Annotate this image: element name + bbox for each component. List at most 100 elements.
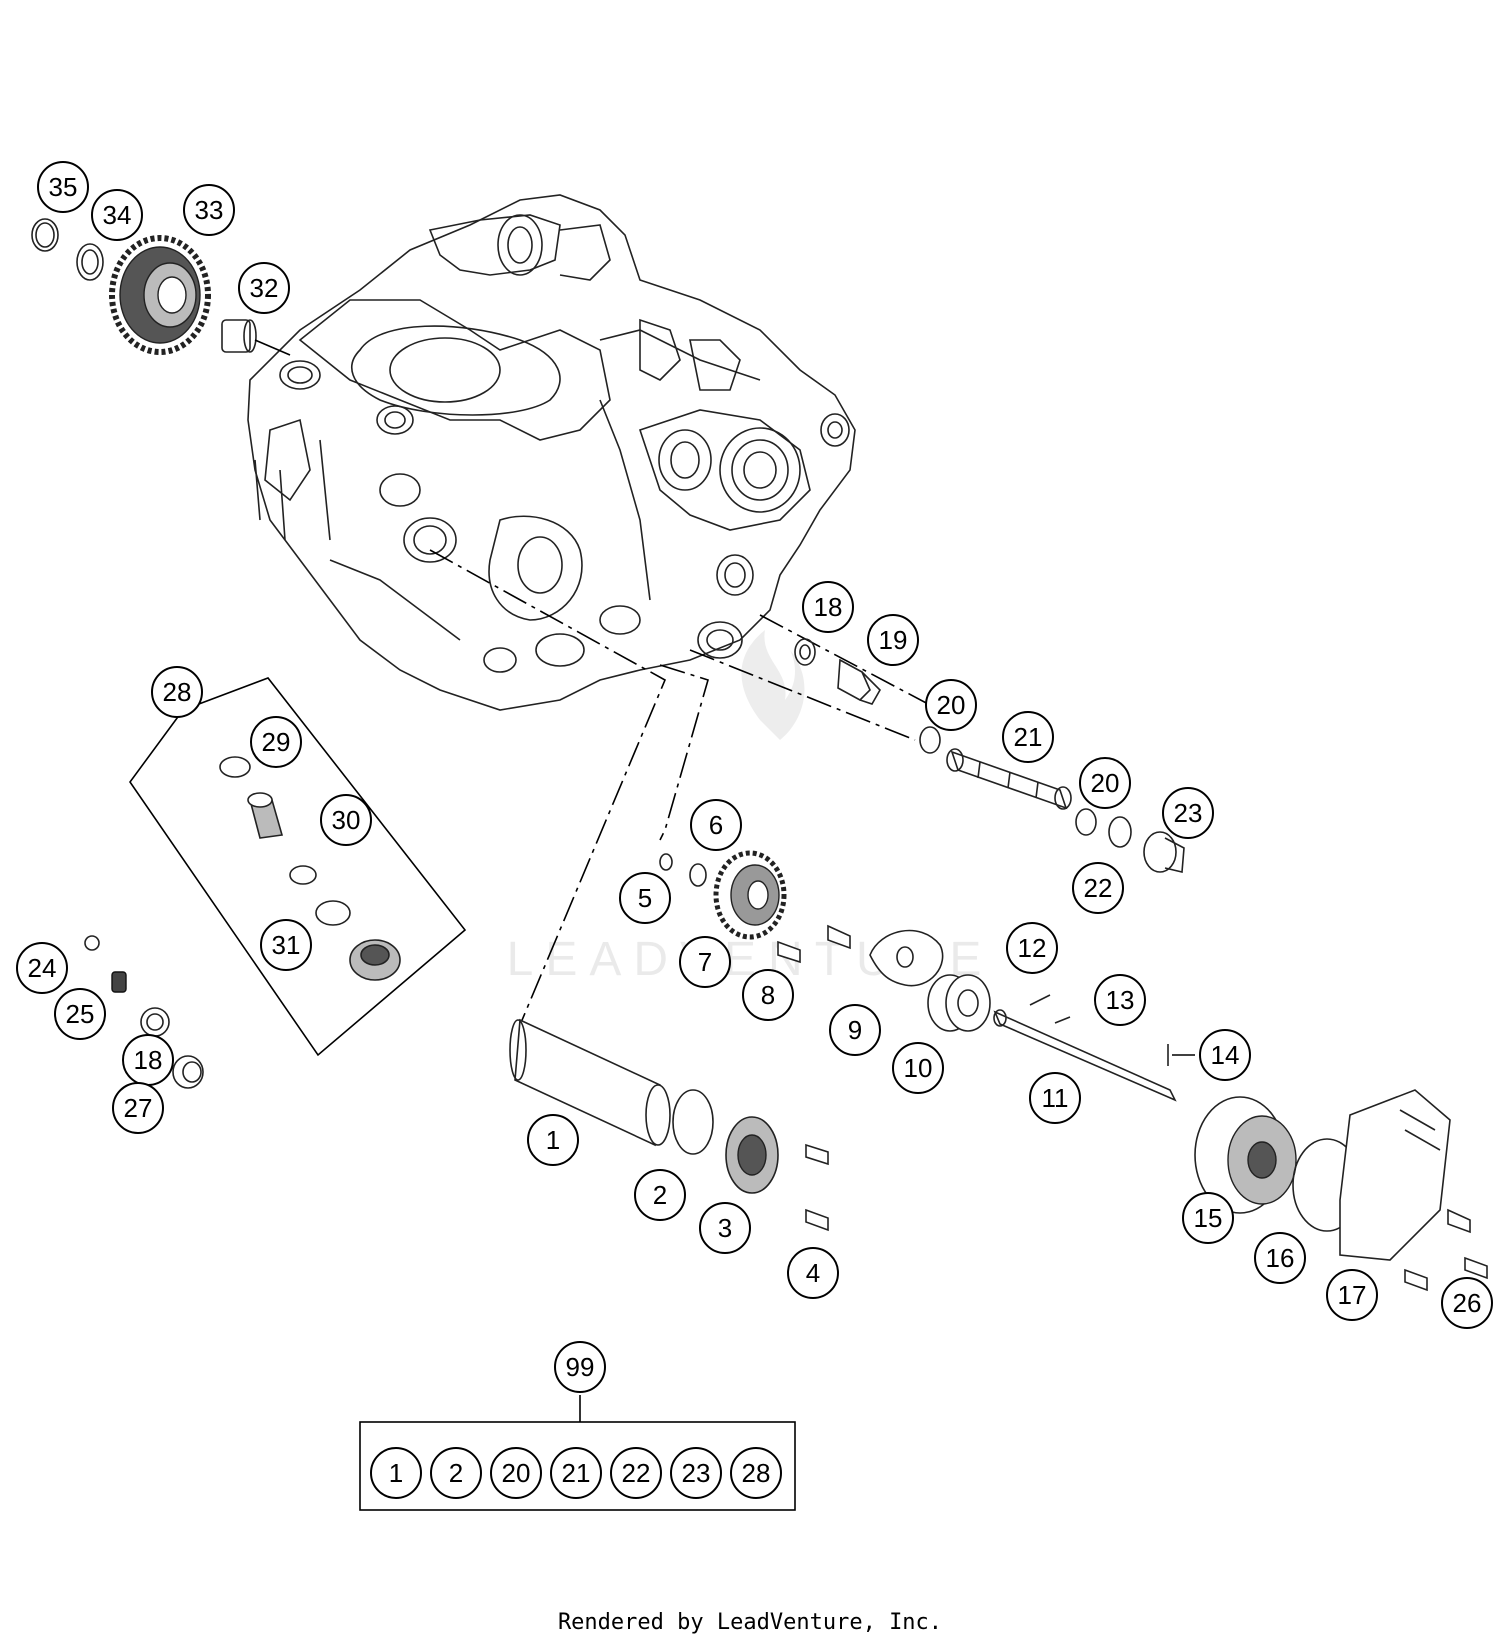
callout-3[interactable]: 3 bbox=[699, 1202, 751, 1254]
callout-circle[interactable] bbox=[1441, 1277, 1493, 1329]
kit-item-circle[interactable] bbox=[670, 1447, 722, 1499]
callout-11[interactable]: 11 bbox=[1029, 1072, 1081, 1124]
callout-33[interactable]: 33 bbox=[183, 184, 235, 236]
part-19-plug bbox=[837, 658, 881, 705]
callout-22[interactable]: 22 bbox=[1072, 862, 1124, 914]
callout-31[interactable]: 31 bbox=[260, 919, 312, 971]
callout-21[interactable]: 21 bbox=[1002, 711, 1054, 763]
callout-23[interactable]: 23 bbox=[1162, 787, 1214, 839]
callout-19[interactable]: 19 bbox=[867, 614, 919, 666]
callout-25[interactable]: 25 bbox=[54, 988, 106, 1040]
callout-4[interactable]: 4 bbox=[787, 1247, 839, 1299]
callout-circle[interactable] bbox=[1029, 1072, 1081, 1124]
kit-item-20[interactable]: 20 bbox=[490, 1447, 542, 1499]
callout-circle[interactable] bbox=[54, 988, 106, 1040]
kit-99-box bbox=[359, 1395, 796, 1511]
callout-circle[interactable] bbox=[320, 794, 372, 846]
callout-34[interactable]: 34 bbox=[91, 189, 143, 241]
callout-26[interactable]: 26 bbox=[1441, 1277, 1493, 1329]
callout-18[interactable]: 18 bbox=[802, 581, 854, 633]
part-13-pin bbox=[1054, 1016, 1071, 1024]
callout-10[interactable]: 10 bbox=[892, 1042, 944, 1094]
kit-item-circle[interactable] bbox=[610, 1447, 662, 1499]
kit-item-circle[interactable] bbox=[490, 1447, 542, 1499]
callout-24[interactable]: 24 bbox=[16, 942, 68, 994]
callout-circle[interactable] bbox=[122, 1034, 174, 1086]
kit-item-22[interactable]: 22 bbox=[610, 1447, 662, 1499]
callout-circle[interactable] bbox=[238, 262, 290, 314]
callout-circle[interactable] bbox=[634, 1169, 686, 1221]
callout-circle[interactable] bbox=[742, 969, 794, 1021]
callout-27[interactable]: 27 bbox=[112, 1082, 164, 1134]
callout-29[interactable]: 29 bbox=[250, 716, 302, 768]
callout-circle[interactable] bbox=[787, 1247, 839, 1299]
callout-8[interactable]: 8 bbox=[742, 969, 794, 1021]
kit-item-circle[interactable] bbox=[370, 1447, 422, 1499]
part-17-pump-cover bbox=[1339, 1089, 1451, 1261]
kit-item-28[interactable]: 28 bbox=[730, 1447, 782, 1499]
callout-99[interactable]: 99 bbox=[554, 1341, 606, 1393]
part-27-plug bbox=[172, 1055, 204, 1089]
callout-circle[interactable] bbox=[699, 1202, 751, 1254]
callout-circle[interactable] bbox=[554, 1341, 606, 1393]
callout-circle[interactable] bbox=[1006, 922, 1058, 974]
callout-circle[interactable] bbox=[1199, 1029, 1251, 1081]
callout-20[interactable]: 20 bbox=[925, 679, 977, 731]
callout-circle[interactable] bbox=[1326, 1269, 1378, 1321]
callout-2[interactable]: 2 bbox=[634, 1169, 686, 1221]
callout-circle[interactable] bbox=[619, 872, 671, 924]
kit-item-circle[interactable] bbox=[730, 1447, 782, 1499]
callout-7[interactable]: 7 bbox=[679, 936, 731, 988]
callout-14[interactable]: 14 bbox=[1199, 1029, 1251, 1081]
callout-32[interactable]: 32 bbox=[238, 262, 290, 314]
callout-circle[interactable] bbox=[16, 942, 68, 994]
callout-1[interactable]: 1 bbox=[527, 1114, 579, 1166]
callout-35[interactable]: 35 bbox=[37, 161, 89, 213]
part-33-gear bbox=[109, 235, 211, 355]
callout-circle[interactable] bbox=[250, 716, 302, 768]
callout-circle[interactable] bbox=[1254, 1232, 1306, 1284]
callout-28[interactable]: 28 bbox=[151, 666, 203, 718]
part-4-bolts bbox=[805, 1143, 829, 1232]
part-8-bolts bbox=[777, 924, 851, 964]
kit-item-23[interactable]: 23 bbox=[670, 1447, 722, 1499]
part-34-washer bbox=[76, 243, 104, 281]
callout-12[interactable]: 12 bbox=[1006, 922, 1058, 974]
callout-circle[interactable] bbox=[91, 189, 143, 241]
kit-item-circle[interactable] bbox=[430, 1447, 482, 1499]
callout-circle[interactable] bbox=[892, 1042, 944, 1094]
callout-circle[interactable] bbox=[1182, 1192, 1234, 1244]
kit-item-1[interactable]: 1 bbox=[370, 1447, 422, 1499]
callout-5[interactable]: 5 bbox=[619, 872, 671, 924]
callout-20[interactable]: 20 bbox=[1079, 757, 1131, 809]
callout-circle[interactable] bbox=[925, 679, 977, 731]
callout-circle[interactable] bbox=[1094, 974, 1146, 1026]
kit-item-circle[interactable] bbox=[550, 1447, 602, 1499]
kit-item-2[interactable]: 2 bbox=[430, 1447, 482, 1499]
callout-circle[interactable] bbox=[1002, 711, 1054, 763]
callout-circle[interactable] bbox=[1072, 862, 1124, 914]
callout-circle[interactable] bbox=[867, 614, 919, 666]
callout-circle[interactable] bbox=[37, 161, 89, 213]
callout-30[interactable]: 30 bbox=[320, 794, 372, 846]
callout-circle[interactable] bbox=[527, 1114, 579, 1166]
kit-item-21[interactable]: 21 bbox=[550, 1447, 602, 1499]
callout-17[interactable]: 17 bbox=[1326, 1269, 1378, 1321]
callout-circle[interactable] bbox=[1162, 787, 1214, 839]
callout-circle[interactable] bbox=[690, 799, 742, 851]
callout-circle[interactable] bbox=[260, 919, 312, 971]
callout-circle[interactable] bbox=[151, 666, 203, 718]
callout-13[interactable]: 13 bbox=[1094, 974, 1146, 1026]
callout-18[interactable]: 18 bbox=[122, 1034, 174, 1086]
callout-circle[interactable] bbox=[829, 1004, 881, 1056]
callout-circle[interactable] bbox=[1079, 757, 1131, 809]
callout-15[interactable]: 15 bbox=[1182, 1192, 1234, 1244]
callout-6[interactable]: 6 bbox=[690, 799, 742, 851]
callout-16[interactable]: 16 bbox=[1254, 1232, 1306, 1284]
part-11-pump-shaft bbox=[993, 1009, 1177, 1102]
callout-circle[interactable] bbox=[802, 581, 854, 633]
callout-circle[interactable] bbox=[679, 936, 731, 988]
callout-circle[interactable] bbox=[112, 1082, 164, 1134]
callout-9[interactable]: 9 bbox=[829, 1004, 881, 1056]
callout-circle[interactable] bbox=[183, 184, 235, 236]
